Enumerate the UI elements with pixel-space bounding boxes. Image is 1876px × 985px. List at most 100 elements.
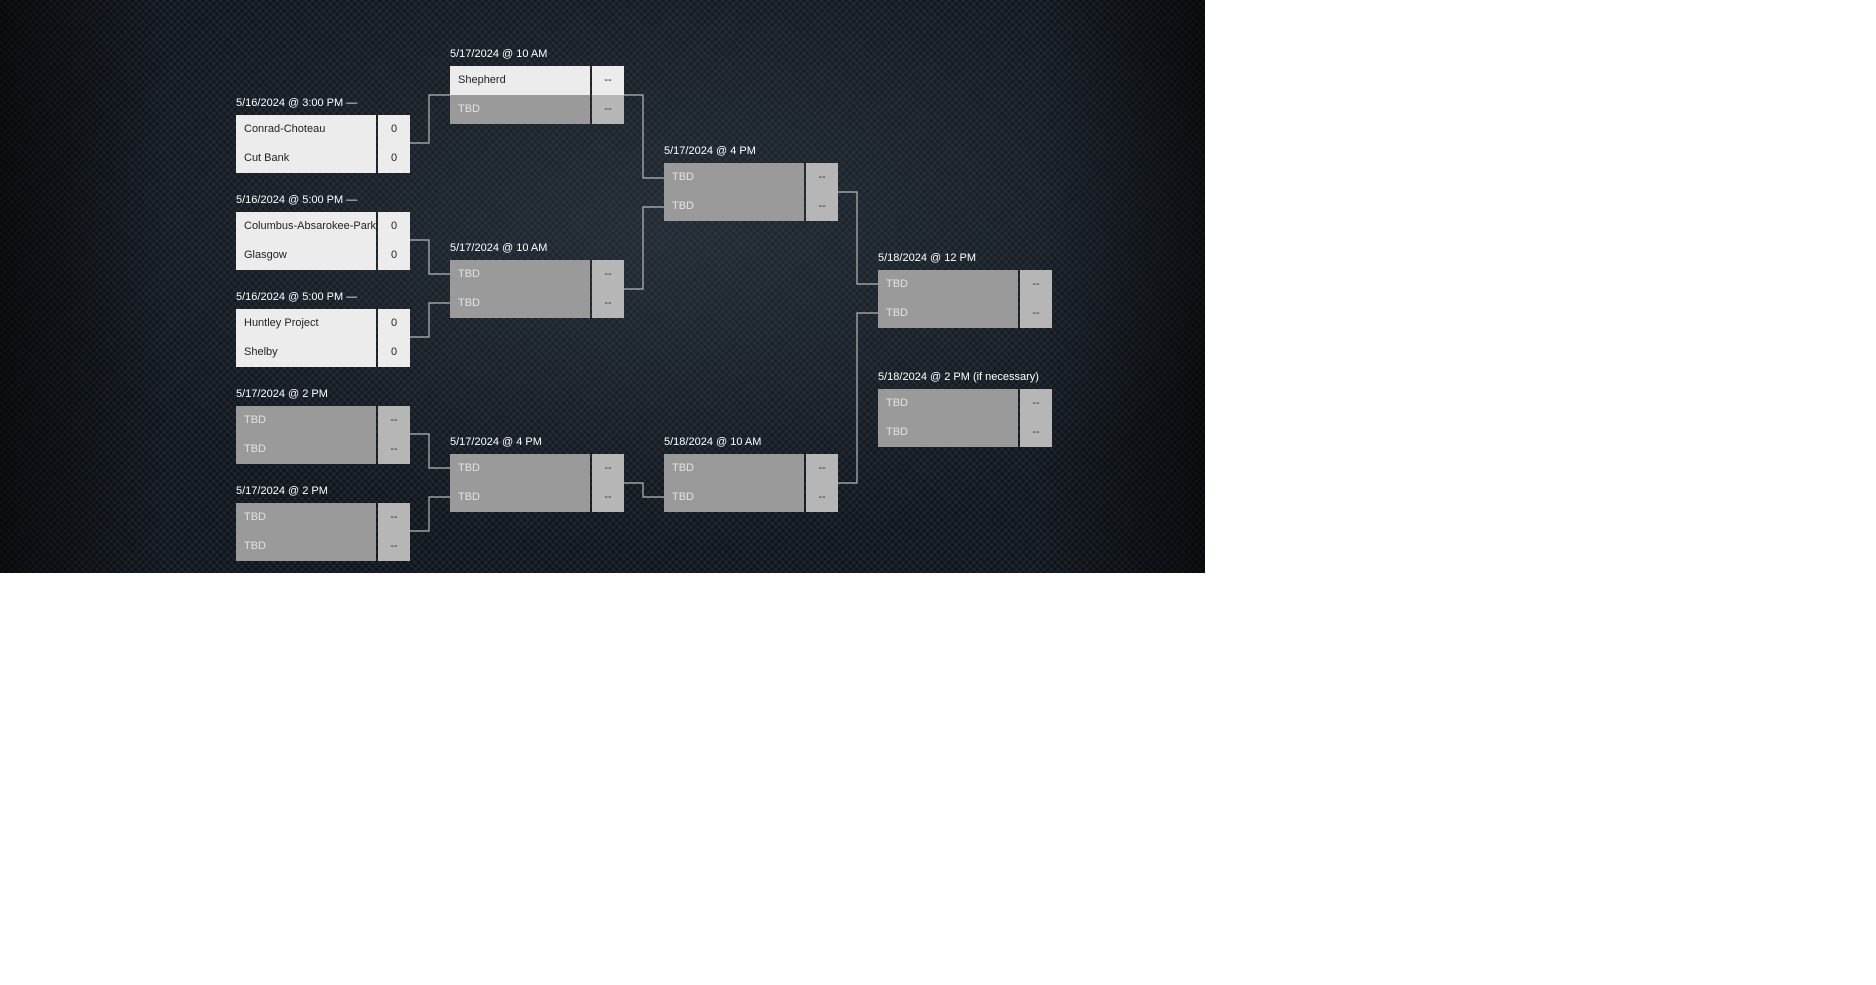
team-name: Conrad-Choteau [236, 115, 376, 144]
team-row[interactable]: Conrad-Choteau 0 [236, 115, 410, 144]
team-name: Shelby [236, 338, 376, 367]
team-score: -- [806, 163, 838, 192]
team-row[interactable]: TBD -- [450, 260, 624, 289]
team-row[interactable]: TBD -- [664, 163, 838, 192]
team-score: -- [1020, 418, 1052, 447]
connector-line [409, 433, 450, 469]
connector-line [623, 482, 664, 498]
team-name: TBD [664, 192, 804, 221]
team-name: TBD [878, 270, 1018, 299]
match-card[interactable]: 5/17/2024 @ 4 PM TBD -- TBD -- [664, 145, 838, 221]
connector-line [623, 206, 664, 290]
team-score: 0 [378, 338, 410, 367]
team-name: TBD [878, 389, 1018, 418]
team-score: -- [806, 192, 838, 221]
team-row[interactable]: TBD -- [878, 389, 1052, 418]
team-row[interactable]: TBD -- [236, 503, 410, 532]
team-score: 0 [378, 115, 410, 144]
match-datetime: 5/16/2024 @ 5:00 PM — [236, 194, 358, 206]
match-card[interactable]: 5/18/2024 @ 10 AM TBD -- TBD -- [664, 436, 838, 512]
team-score: 0 [378, 212, 410, 241]
team-name: TBD [664, 483, 804, 512]
team-score: -- [806, 454, 838, 483]
team-row[interactable]: Columbus-Absarokee-Park 0 [236, 212, 410, 241]
team-name: TBD [450, 289, 590, 318]
match-datetime: 5/17/2024 @ 4 PM [664, 145, 756, 157]
team-row[interactable]: TBD -- [878, 299, 1052, 328]
team-row[interactable]: Huntley Project 0 [236, 309, 410, 338]
match-datetime: 5/17/2024 @ 10 AM [450, 48, 548, 60]
match-card[interactable]: 5/17/2024 @ 2 PM TBD -- TBD -- [236, 388, 410, 464]
team-name: TBD [236, 406, 376, 435]
bracket-connector-lines [409, 94, 878, 532]
team-score: 0 [378, 144, 410, 173]
team-row[interactable]: TBD -- [664, 454, 838, 483]
team-score: 0 [378, 241, 410, 270]
team-name: TBD [450, 483, 590, 512]
team-name: Shepherd [450, 66, 590, 95]
match-datetime: 5/16/2024 @ 5:00 PM — [236, 291, 358, 303]
match-card[interactable]: 5/18/2024 @ 12 PM TBD -- TBD -- [878, 252, 1052, 328]
team-score: -- [592, 289, 624, 318]
team-row[interactable]: TBD -- [878, 270, 1052, 299]
match-card[interactable]: 5/16/2024 @ 3:00 PM — Conrad-Choteau 0 C… [236, 97, 410, 173]
team-score: -- [378, 532, 410, 561]
match-card[interactable]: 5/17/2024 @ 4 PM TBD -- TBD -- [450, 436, 624, 512]
team-score: -- [378, 435, 410, 464]
team-score: -- [806, 483, 838, 512]
match-datetime: 5/18/2024 @ 2 PM (if necessary) [878, 371, 1039, 383]
match-card[interactable]: 5/18/2024 @ 2 PM (if necessary) TBD -- T… [878, 371, 1052, 447]
team-row[interactable]: TBD -- [236, 532, 410, 561]
team-name: Columbus-Absarokee-Park [236, 212, 376, 241]
team-name: TBD [236, 532, 376, 561]
connector-line [409, 302, 450, 338]
team-row[interactable]: TBD -- [236, 406, 410, 435]
team-name: TBD [664, 163, 804, 192]
team-row[interactable]: TBD -- [450, 483, 624, 512]
match-datetime: 5/18/2024 @ 12 PM [878, 252, 977, 264]
team-name: TBD [878, 418, 1018, 447]
team-row[interactable]: Shelby 0 [236, 338, 410, 367]
team-row[interactable]: Cut Bank 0 [236, 144, 410, 173]
match-card[interactable]: 5/16/2024 @ 5:00 PM — Columbus-Absarokee… [236, 194, 410, 270]
match-card[interactable]: 5/16/2024 @ 5:00 PM — Huntley Project 0 … [236, 291, 410, 367]
team-row[interactable]: TBD -- [450, 95, 624, 124]
team-score: -- [592, 66, 624, 95]
team-row[interactable]: Glasgow 0 [236, 241, 410, 270]
team-score: -- [378, 503, 410, 532]
team-name: TBD [236, 435, 376, 464]
team-score: -- [592, 454, 624, 483]
team-row[interactable]: TBD -- [450, 289, 624, 318]
team-name: Cut Bank [236, 144, 376, 173]
team-score: -- [378, 406, 410, 435]
team-name: TBD [236, 503, 376, 532]
team-name: TBD [450, 454, 590, 483]
team-name: TBD [450, 260, 590, 289]
connector-line [409, 496, 450, 532]
team-name: TBD [450, 95, 590, 124]
connector-line [409, 94, 450, 144]
match-datetime: 5/16/2024 @ 3:00 PM — [236, 97, 358, 109]
team-score: -- [592, 95, 624, 124]
team-row[interactable]: TBD -- [450, 454, 624, 483]
match-datetime: 5/17/2024 @ 2 PM [236, 485, 328, 497]
team-score: -- [1020, 389, 1052, 418]
connector-line [409, 239, 450, 275]
connector-line [623, 94, 664, 179]
match-card[interactable]: 5/17/2024 @ 2 PM TBD -- TBD -- [236, 485, 410, 561]
connector-line [837, 191, 878, 285]
match-card[interactable]: 5/17/2024 @ 10 AM TBD -- TBD -- [450, 242, 624, 318]
team-score: -- [1020, 299, 1052, 328]
match-datetime: 5/17/2024 @ 2 PM [236, 388, 328, 400]
team-score: 0 [378, 309, 410, 338]
team-row[interactable]: TBD -- [664, 192, 838, 221]
match-card[interactable]: 5/17/2024 @ 10 AM Shepherd -- TBD -- [450, 48, 624, 124]
team-row[interactable]: Shepherd -- [450, 66, 624, 95]
match-datetime: 5/17/2024 @ 10 AM [450, 242, 548, 254]
connector-line [837, 312, 878, 484]
team-row[interactable]: TBD -- [878, 418, 1052, 447]
match-datetime: 5/17/2024 @ 4 PM [450, 436, 542, 448]
team-score: -- [592, 483, 624, 512]
team-row[interactable]: TBD -- [236, 435, 410, 464]
team-row[interactable]: TBD -- [664, 483, 838, 512]
